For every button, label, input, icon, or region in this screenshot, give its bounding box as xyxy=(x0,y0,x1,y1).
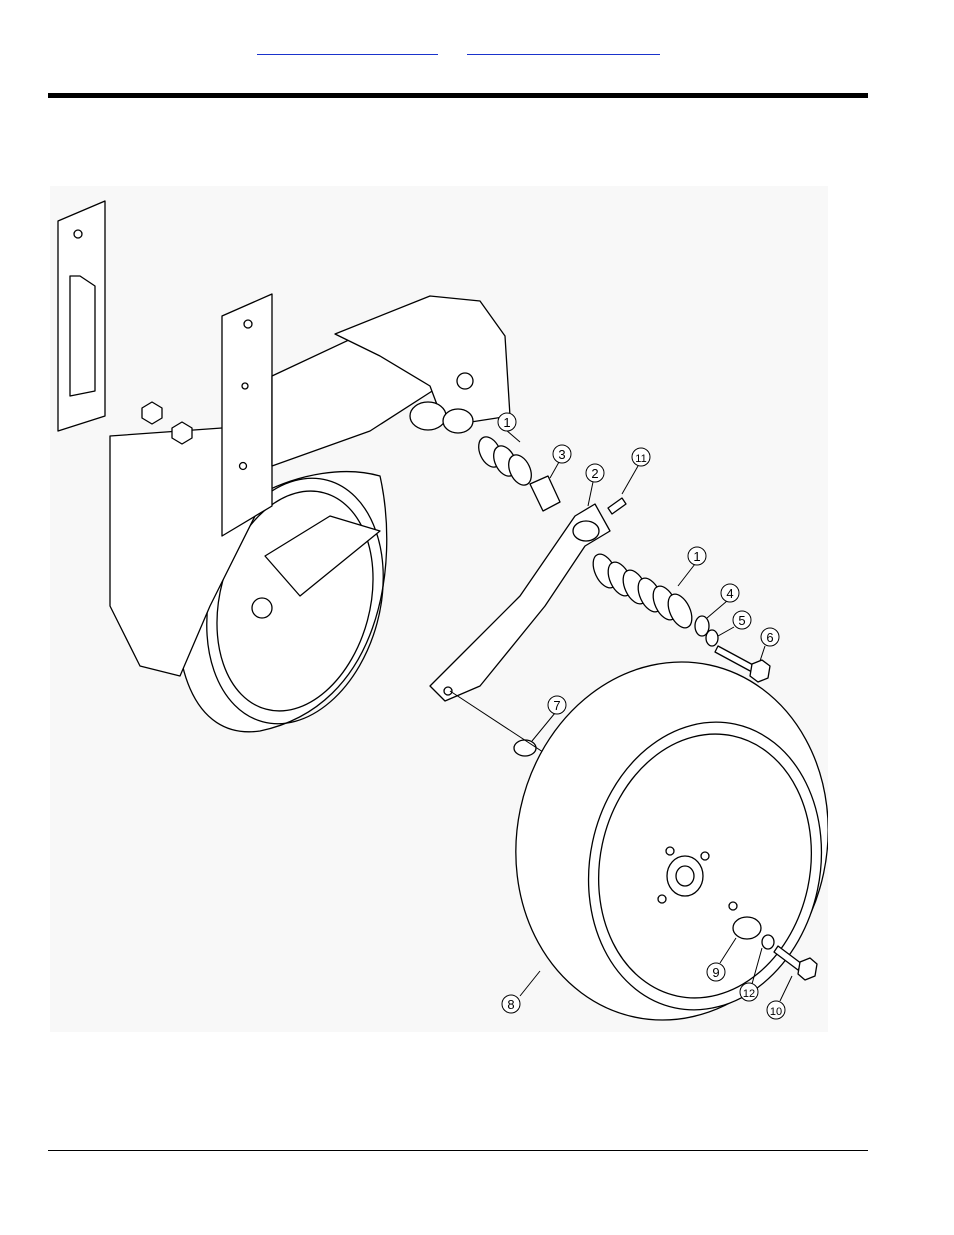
arm-pivot xyxy=(252,598,272,618)
callout-label: 8 xyxy=(507,997,514,1012)
hub-nut xyxy=(729,902,737,910)
pivot-shaft xyxy=(443,409,473,433)
hub-bearing xyxy=(676,866,694,886)
footer-rule xyxy=(48,1150,868,1151)
callout-12: 12 xyxy=(740,983,758,1001)
callout-11: 11 xyxy=(632,448,650,466)
callout-label: 1 xyxy=(693,549,700,564)
callout-3: 3 xyxy=(553,445,571,463)
plate-hole xyxy=(240,463,247,470)
header-link-1[interactable] xyxy=(257,40,438,55)
callout-label: 2 xyxy=(591,466,598,481)
callout-4: 4 xyxy=(721,584,739,602)
parts-diagram: 1 3 2 11 1 4 5 6 7 8 9 12 xyxy=(50,186,828,1032)
plate-hole xyxy=(244,320,252,328)
bushing xyxy=(530,476,560,511)
callout-label: 5 xyxy=(738,613,745,628)
pivot-boss xyxy=(410,402,446,430)
callout-1a: 1 xyxy=(498,413,516,431)
callout-8: 8 xyxy=(502,995,520,1013)
callout-5: 5 xyxy=(733,611,751,629)
callout-label: 6 xyxy=(766,630,773,645)
lock-washer xyxy=(706,630,718,646)
callout-6: 6 xyxy=(761,628,779,646)
arm-eye xyxy=(573,521,599,541)
callout-label: 9 xyxy=(712,965,719,980)
callout-10: 10 xyxy=(767,1001,785,1019)
callout-1b: 1 xyxy=(688,547,706,565)
callout-label: 10 xyxy=(770,1006,782,1018)
header-link-2[interactable] xyxy=(467,40,660,55)
bolt-head xyxy=(750,660,770,682)
callout-7: 7 xyxy=(548,696,566,714)
head-hole xyxy=(457,373,473,389)
mounting-plate-right xyxy=(222,294,272,536)
washer xyxy=(514,740,536,756)
header-rule xyxy=(48,93,868,98)
plate-hole xyxy=(74,230,82,238)
hub-nut xyxy=(701,852,709,860)
callout-label: 4 xyxy=(726,586,733,601)
callout-2: 2 xyxy=(586,464,604,482)
callout-label: 12 xyxy=(743,988,755,1000)
hub-nut xyxy=(666,847,674,855)
callout-label: 1 xyxy=(503,415,510,430)
callout-9: 9 xyxy=(707,963,725,981)
plate-hole xyxy=(242,383,248,389)
callout-label: 3 xyxy=(558,447,565,462)
bolt-head xyxy=(798,958,817,980)
callout-label: 7 xyxy=(553,698,560,713)
bolt-head xyxy=(142,402,162,424)
hub-nut xyxy=(658,895,666,903)
grease-fitting xyxy=(608,498,626,514)
washer xyxy=(762,935,774,949)
exploded-view-drawing: 1 3 2 11 1 4 5 6 7 8 9 12 xyxy=(50,186,828,1032)
dust-cap xyxy=(733,917,761,939)
callout-label: 11 xyxy=(635,453,646,465)
